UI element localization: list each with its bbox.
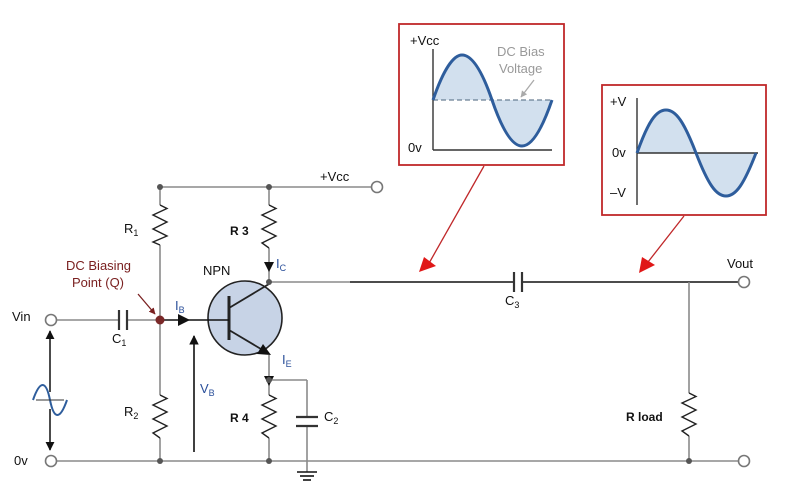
inset2-zero-label: 0v [612,145,626,160]
vout-terminal [737,275,751,289]
ic-arrow [264,262,274,272]
collector-waveform-inset: +Vcc 0v DC Bias Voltage [398,23,565,166]
inset1-vcc-label: +Vcc [410,33,440,48]
wires [56,186,738,481]
junction-dot [266,377,272,383]
ground-terminal-left [44,454,58,468]
resistor-rload [680,392,698,437]
output-sine-wave [635,108,758,198]
capacitor-c1 [117,310,129,330]
resistor-r2 [151,394,169,439]
c1-label: C1 [112,331,126,348]
collector-sine-wave [431,53,554,148]
zero-v-label: 0v [14,453,28,468]
r1-label: R1 [124,221,138,238]
callout-pointer-collector [419,165,485,272]
junction-dot [266,279,272,285]
ground-terminal-right [737,454,751,468]
dc-biasing-label: DC Biasing [66,258,131,273]
ib-arrow [178,314,190,326]
callout-pointer-output [639,215,685,273]
c2-label: C2 [324,409,338,426]
junction-dot [157,458,163,464]
vin-label: Vin [12,309,31,324]
q-point-dot [155,315,165,325]
junction-dot [266,458,272,464]
capacitor-c2 [296,415,318,428]
ic-label: IC [276,256,287,273]
resistor-r4 [260,394,278,439]
vcc-label: +Vcc [320,169,350,184]
inset1-zero-label: 0v [408,140,422,155]
emitter-arrow [257,344,271,355]
rload-label: R load [626,410,663,424]
vcc-terminal [370,180,384,194]
r2-label: R2 [124,404,138,421]
npn-label: NPN [203,263,230,278]
junction-dot [266,184,272,190]
npn-transistor [160,280,283,356]
c3-label: C3 [505,293,519,310]
dc-bias-label-2: Voltage [499,61,542,76]
junction-dot [157,184,163,190]
dc-bias-label: DC Bias [497,44,545,59]
q-point-label: Point (Q) [72,275,124,290]
resistor-r3 [260,204,278,249]
inset2-neg-label: –V [610,185,626,200]
output-waveform-inset: +V 0v –V [601,84,767,216]
vout-label: Vout [727,256,753,271]
vb-label: VB [200,381,215,398]
r4-label: R 4 [230,411,249,425]
capacitor-c3 [512,272,524,292]
ib-label: IB [175,298,185,315]
ie-label: IE [282,352,292,369]
r3-label: R 3 [230,224,249,238]
inset2-pos-label: +V [610,94,627,109]
q-point-pointer [137,293,156,315]
resistor-r1 [151,204,169,246]
junction-dot [686,458,692,464]
vin-terminal [44,313,58,327]
